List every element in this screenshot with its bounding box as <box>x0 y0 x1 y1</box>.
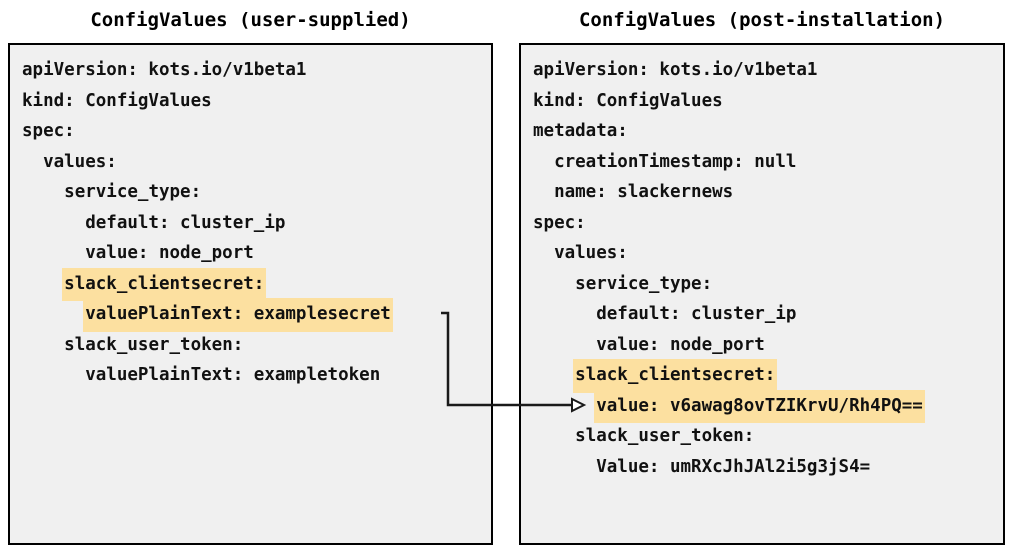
yaml-line: spec: <box>10 115 491 146</box>
yaml-line: default: cluster_ip <box>10 207 491 238</box>
yaml-line-text: default: cluster_ip <box>596 304 797 324</box>
yaml-line: service_type: <box>10 176 491 207</box>
yaml-indent <box>20 335 62 355</box>
yaml-line-text: value: v6awag8ovTZIKrvU/Rh4PQ== <box>594 389 925 423</box>
yaml-line: service_type: <box>521 268 1003 299</box>
yaml-indent <box>531 243 552 263</box>
yaml-line-text: valuePlainText: exampletoken <box>85 365 381 385</box>
yaml-indent <box>20 243 83 263</box>
right-yaml-lines: apiVersion: kots.io/v1beta1 kind: ConfigV… <box>521 54 1003 481</box>
yaml-line: slack_user_token: <box>521 420 1003 451</box>
yaml-line: valuePlainText: exampletoken <box>10 359 491 390</box>
yaml-indent <box>531 182 552 202</box>
yaml-indent <box>531 335 594 355</box>
yaml-indent <box>531 457 594 477</box>
yaml-line: name: slackernews <box>521 176 1003 207</box>
yaml-line: metadata: <box>521 115 1003 146</box>
yaml-indent <box>531 426 573 446</box>
yaml-line-text: name: slackernews <box>554 182 734 202</box>
yaml-line-text: slack_clientsecret: <box>573 359 778 393</box>
yaml-line: values: <box>521 237 1003 268</box>
left-yaml-lines: apiVersion: kots.io/v1beta1 kind: ConfigV… <box>10 54 491 390</box>
yaml-line-text: kind: ConfigValues <box>22 90 212 111</box>
right-panel-title: ConfigValues (post-installation) <box>578 9 946 31</box>
yaml-line-text: spec: <box>533 212 586 233</box>
yaml-indent <box>20 152 41 172</box>
right-yaml-box: apiVersion: kots.io/v1beta1 kind: ConfigV… <box>519 43 1005 545</box>
yaml-indent <box>20 274 62 294</box>
yaml-line-text: apiVersion: kots.io/v1beta1 <box>22 60 307 80</box>
yaml-line: default: cluster_ip <box>521 298 1003 329</box>
yaml-line-text: kind: ConfigValues <box>533 90 723 111</box>
yaml-line-text: slack_user_token: <box>64 334 244 355</box>
yaml-line-text: values: <box>554 243 628 263</box>
yaml-indent <box>20 365 83 385</box>
yaml-indent <box>20 182 62 202</box>
yaml-line-text: slack_clientsecret: <box>62 267 267 301</box>
yaml-indent <box>531 274 573 294</box>
yaml-line: value: node_port <box>10 237 491 268</box>
yaml-line-text: default: cluster_ip <box>85 212 286 233</box>
yaml-indent <box>531 396 594 416</box>
left-panel-title: ConfigValues (user-supplied) <box>90 9 411 31</box>
yaml-line-text: service_type: <box>64 182 202 202</box>
yaml-line: value: node_port <box>521 329 1003 360</box>
yaml-line: apiVersion: kots.io/v1beta1 <box>10 54 491 85</box>
yaml-indent <box>531 365 573 385</box>
yaml-line: spec: <box>521 207 1003 238</box>
yaml-line-text: value: node_port <box>596 334 765 355</box>
yaml-line-text: spec: <box>22 121 75 141</box>
yaml-line-text: apiVersion: kots.io/v1beta1 <box>533 60 818 80</box>
yaml-line: slack_clientsecret: <box>10 267 491 301</box>
yaml-line: slack_clientsecret: <box>521 359 1003 393</box>
yaml-line-text: creationTimestamp: null <box>554 151 797 172</box>
left-yaml-box: apiVersion: kots.io/v1beta1 kind: ConfigV… <box>8 43 493 545</box>
yaml-line: value: v6awag8ovTZIKrvU/Rh4PQ== <box>521 389 1003 423</box>
yaml-indent <box>531 152 552 172</box>
yaml-line-text: Value: umRXcJhJAl2i5g3jS4= <box>596 456 871 477</box>
yaml-line: Value: umRXcJhJAl2i5g3jS4= <box>521 451 1003 482</box>
yaml-indent <box>20 304 83 324</box>
yaml-line-text: metadata: <box>533 121 628 141</box>
yaml-line: slack_user_token: <box>10 329 491 360</box>
yaml-indent <box>531 304 594 324</box>
yaml-line-text: service_type: <box>575 273 713 294</box>
yaml-line: kind: ConfigValues <box>10 85 491 116</box>
yaml-line: kind: ConfigValues <box>521 85 1003 116</box>
yaml-line-text: value: node_port <box>85 243 254 263</box>
yaml-line-text: valuePlainText: examplesecret <box>83 298 393 332</box>
yaml-indent <box>20 213 83 233</box>
yaml-line: values: <box>10 146 491 177</box>
yaml-line-text: values: <box>43 151 117 172</box>
yaml-line: creationTimestamp: null <box>521 146 1003 177</box>
yaml-line: valuePlainText: examplesecret <box>10 298 491 332</box>
yaml-line-text: slack_user_token: <box>575 426 755 446</box>
yaml-line: apiVersion: kots.io/v1beta1 <box>521 54 1003 85</box>
